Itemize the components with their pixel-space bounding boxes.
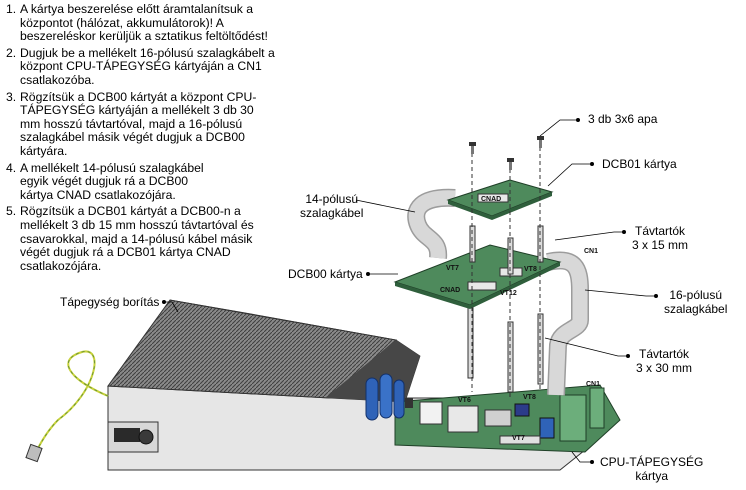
mark-vt7-mid: VT7 xyxy=(446,265,459,272)
instruction-list: 1.A kártya beszerelése előtt áramtalanít… xyxy=(6,2,276,276)
dcb01-board xyxy=(446,179,554,220)
callout-cpu-board: CPU-TÁPEGYSÉG kártya xyxy=(600,455,704,483)
dcb00-board xyxy=(393,244,562,309)
callout-dcb00: DCB00 kártya xyxy=(288,267,363,281)
mark-vt6-base: VT6 xyxy=(458,397,471,404)
spacers-30mm xyxy=(467,307,544,393)
callout-psu-cover: Tápegység borítás xyxy=(60,295,160,309)
step-number: 4. xyxy=(6,160,17,175)
step-text: Dugjuk be a mellékelt 16-pólusú szalagká… xyxy=(20,45,275,87)
board-marks: CNAD CN1 VT7 VT8 CNAD VT12 VT8 VT6 VT7 C… xyxy=(440,196,600,442)
instruction-3: 3.Rögzítsük a DCB00 kártyát a központ CP… xyxy=(6,89,276,159)
step-text: Rögzítsük a DCB00 kártyát a központ CPU-… xyxy=(20,89,257,158)
ground-wire xyxy=(35,350,109,453)
step-number: 5. xyxy=(6,204,17,219)
leader-lines xyxy=(164,119,656,463)
callout-dcb01: DCB01 kártya xyxy=(602,157,677,171)
step-text: Rögzítsük a DCB01 kártyát a DCB00-n a me… xyxy=(20,204,254,273)
mark-cnad-mid: CNAD xyxy=(440,287,460,294)
step-number: 2. xyxy=(6,45,17,60)
mark-vt8-base: VT8 xyxy=(523,394,536,401)
instruction-5: 5.Rögzítsük a DCB01 kártyát a DCB00-n a … xyxy=(6,204,275,273)
callout-screws: 3 db 3x6 apa xyxy=(588,112,658,126)
screws xyxy=(469,136,544,400)
instruction-4: 4.A mellékelt 14-pólusú szalagkábel egyi… xyxy=(6,160,220,203)
callout-cable-16: 16-pólusú szalagkábel xyxy=(664,288,728,316)
mark-cn1-base: CN1 xyxy=(586,381,600,388)
callout-spacer-15: Távtartók 3 x 15 mm xyxy=(632,224,689,252)
mark-vt7-base: VT7 xyxy=(512,435,525,442)
instruction-1: 1.A kártya beszerelése előtt áramtalanít… xyxy=(6,2,276,44)
mark-cn1-top: CN1 xyxy=(584,248,598,255)
mark-vt8-mid: VT8 xyxy=(524,266,537,273)
step-text: A kártya beszerelése előtt áramtalanítsu… xyxy=(20,2,268,44)
step-text: A mellékelt 14-pólusú szalagkábel egyik … xyxy=(20,160,204,202)
step-number: 1. xyxy=(6,2,17,16)
capacitors xyxy=(365,373,405,421)
mark-vt12-mid: VT12 xyxy=(500,290,517,297)
callout-cable-14: 14-pólusú szalagkábel xyxy=(300,192,364,220)
callout-spacer-30: Távtartók 3 x 30 mm xyxy=(636,347,693,375)
leader-dots xyxy=(162,118,658,464)
instruction-2: 2.Dugjuk be a mellékelt 16-pólusú szalag… xyxy=(6,45,276,88)
front-display xyxy=(107,421,159,453)
step-number: 3. xyxy=(6,89,17,104)
mark-cnad-top: CNAD xyxy=(481,196,501,203)
cpu-board xyxy=(394,384,621,453)
